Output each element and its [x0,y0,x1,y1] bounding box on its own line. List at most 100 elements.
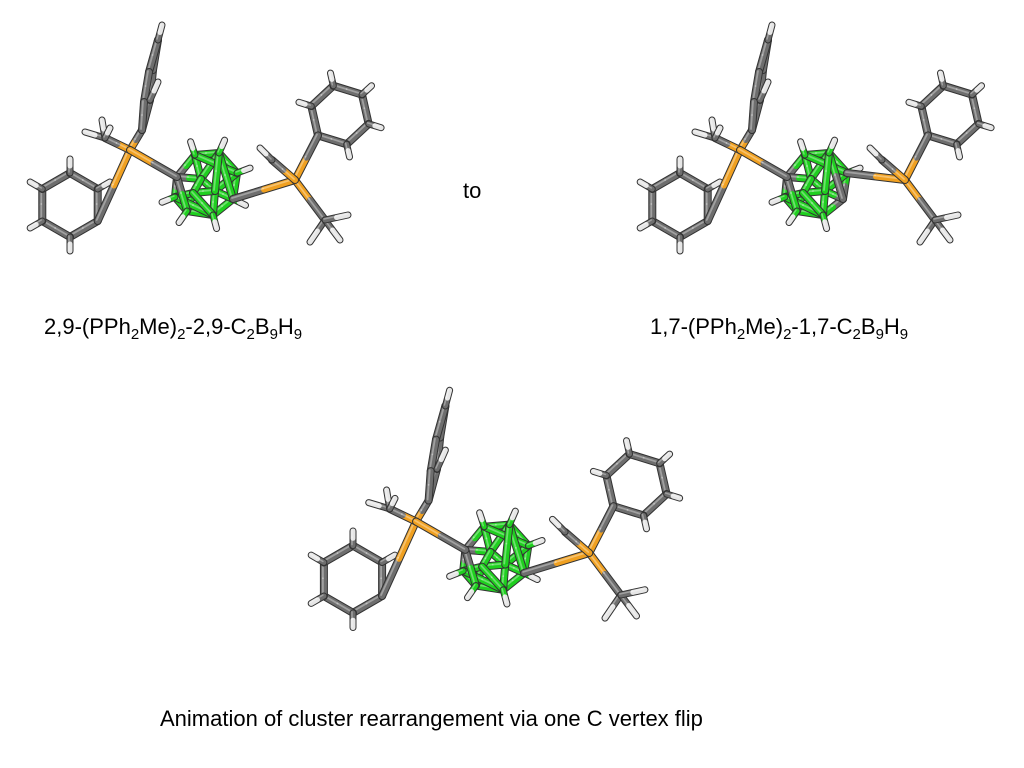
bond-highlight [211,213,215,222]
bond-highlight [388,501,393,509]
bond-highlight [465,589,472,598]
bond-highlight [102,180,110,186]
bond-highlight [217,144,222,153]
bond-half [590,468,603,476]
bond-highlight [575,540,590,553]
bond-half [292,154,310,183]
bond-half [385,552,398,562]
bond-highlight [913,102,922,106]
bond-half [99,117,106,132]
bond-highlight [100,118,104,129]
bond-highlight [907,100,915,104]
bond-half [913,132,931,161]
bond-half [372,123,384,131]
bond-half [139,113,146,133]
bond-highlight [713,131,718,138]
bond-half [296,99,308,107]
bond-highlight [914,133,928,158]
bond-highlight [386,553,395,559]
bond-half [477,510,485,523]
bond-highlight [303,102,312,106]
bond-half [105,125,113,136]
bond-highlight [308,229,318,242]
bond-highlight [447,571,457,577]
bond-highlight [970,88,977,95]
bond-half [602,571,624,598]
bond-highlight [827,144,832,153]
bond-highlight [557,523,565,532]
bond-highlight [641,513,645,522]
bond-highlight [480,518,484,527]
bond-half [236,199,249,208]
bond-highlight [975,84,982,90]
bond-highlight [309,597,318,604]
bond-half [760,160,790,180]
bond-half [802,152,829,167]
label-sub: 9 [293,326,303,343]
bond-half [110,147,133,189]
bond-half [767,22,775,35]
bond-half [623,438,631,450]
bond-highlight [664,227,680,237]
bond-highlight [944,213,958,218]
bond-highlight [95,183,104,189]
bond-highlight [95,183,114,221]
bond-highlight [712,180,720,186]
bond-highlight [262,178,295,190]
bond-half [642,519,650,532]
bond-half [513,545,528,576]
bond-half [188,139,196,151]
bond-highlight [360,88,367,95]
bond-highlight [160,197,169,202]
bond-half [212,219,220,232]
bond-highlight [34,219,43,225]
label-part: 2,9-(PPh [44,314,131,339]
bond-highlight [156,30,160,40]
bond-half [94,182,117,224]
bond-half [715,125,723,136]
bond-highlight [330,228,340,240]
bond-highlight [770,197,779,202]
bond-highlight [28,180,36,186]
bond-half [982,123,994,131]
bond-highlight [751,100,754,116]
bond-half [798,139,806,151]
bond-highlight [468,565,476,586]
bond-half [176,214,186,226]
bond-half [917,197,938,223]
molecule-1-7-isomer [636,21,995,255]
bond-highlight [766,30,770,40]
bond-highlight [626,445,630,454]
bond-half [906,99,918,107]
bond-highlight [811,202,823,215]
bond-highlight [510,509,516,518]
label-sub: 9 [899,326,909,343]
bond-highlight [587,527,602,553]
bond-highlight [750,114,753,130]
bond-highlight [281,168,295,180]
bond-half [447,571,459,579]
label-part: B [860,314,876,339]
bond-half [833,173,846,202]
bond-highlight [264,152,272,160]
label-sub: 2 [852,326,861,343]
bond-highlight [798,139,803,149]
bond-highlight [845,171,876,177]
bond-highlight [235,168,244,173]
bond-half [670,493,683,501]
bond-highlight [195,177,201,186]
bond-highlight [761,161,787,177]
bond-highlight [503,595,507,604]
bond-half [82,129,98,138]
bond-highlight [758,89,764,100]
bond-half [586,550,608,577]
bond-half [786,214,796,226]
bond-highlight [823,220,827,229]
bond-highlight [507,516,513,525]
bond-highlight [315,594,324,600]
bond-half [384,487,391,502]
molecule-transition-state [307,386,684,632]
bond-highlight [293,155,307,180]
label-part: -2,9-C [185,314,247,339]
bond-highlight [528,574,538,580]
